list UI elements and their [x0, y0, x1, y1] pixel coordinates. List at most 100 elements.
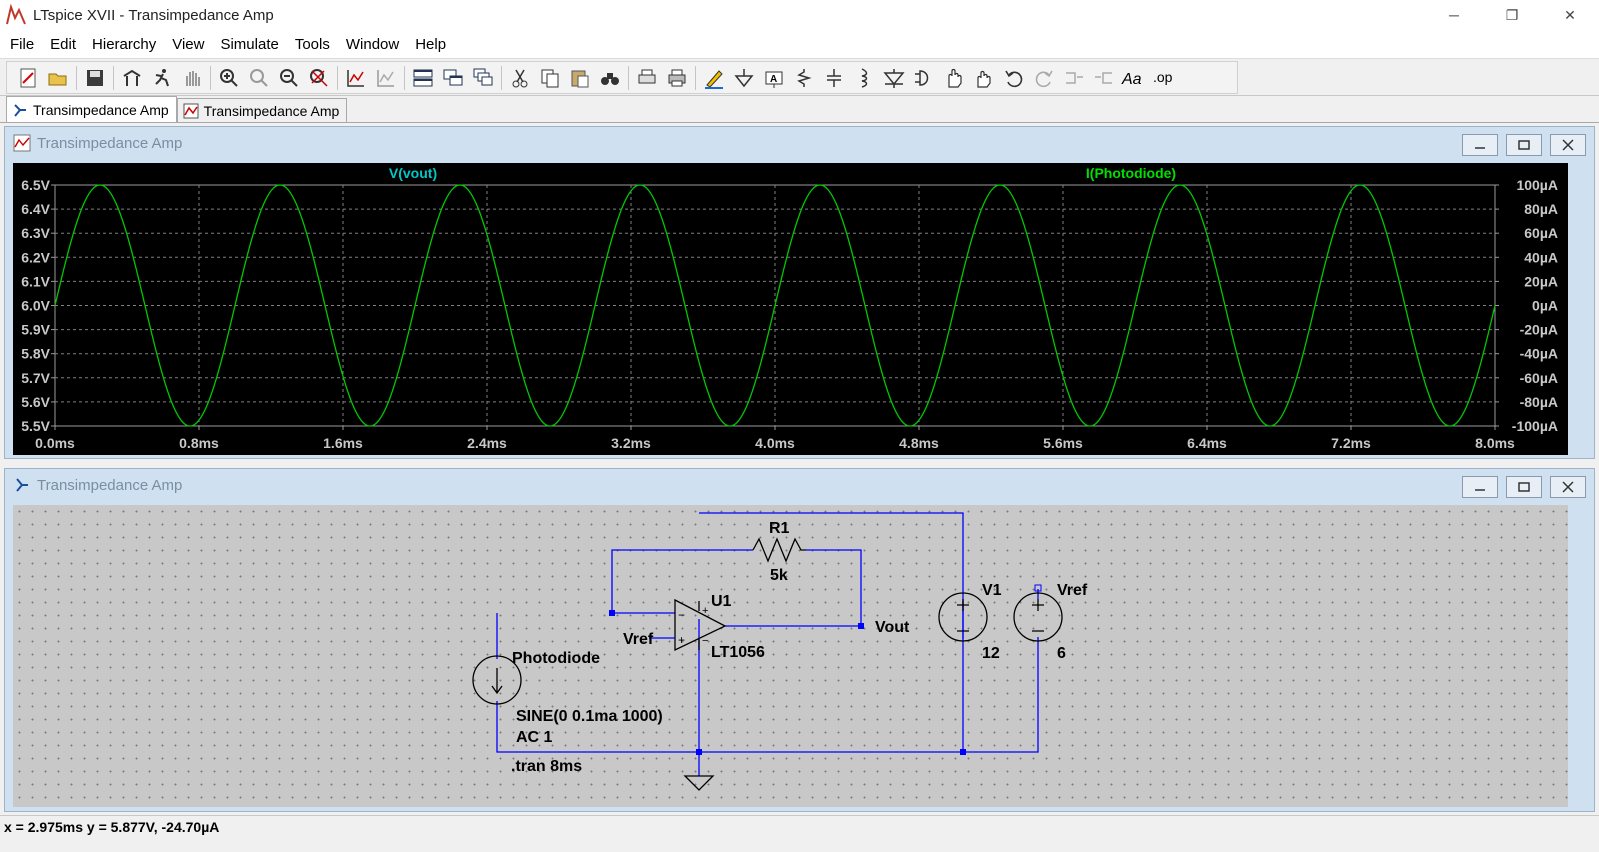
menu-help[interactable]: Help [415, 35, 447, 53]
ground-symbol[interactable] [683, 775, 715, 791]
save-icon[interactable] [80, 64, 110, 92]
y2-tick-label: 60µA [1524, 225, 1558, 241]
x-tick-label: 0.0ms [35, 435, 75, 451]
vout-net-label[interactable]: Vout [875, 619, 910, 636]
menu-view[interactable]: View [172, 35, 205, 53]
cut-icon[interactable] [505, 64, 535, 92]
print-icon[interactable] [662, 64, 692, 92]
current-source-photodiode[interactable] [472, 655, 522, 705]
waveform-window-titlebar[interactable]: Transimpedance Amp [5, 127, 1594, 159]
copy-icon[interactable] [535, 64, 565, 92]
open-icon[interactable] [43, 64, 73, 92]
svg-text:.op: .op [1153, 69, 1173, 85]
resistor-icon[interactable] [789, 64, 819, 92]
control-panel-icon[interactable] [117, 64, 147, 92]
new-schematic-icon[interactable] [13, 64, 43, 92]
text-icon[interactable]: Aa [1119, 64, 1149, 92]
photodiode-ac[interactable]: AC 1 [516, 729, 553, 746]
zoom-out-icon[interactable] [274, 64, 304, 92]
waveform-icon [183, 103, 199, 118]
voltage-source-vref[interactable] [1013, 584, 1063, 642]
move-icon[interactable] [939, 64, 969, 92]
menu-hierarchy[interactable]: Hierarchy [92, 35, 157, 53]
close-button[interactable]: ✕ [1564, 6, 1576, 23]
cursor-readout: x = 2.975ms y = 5.877V, -24.70µA [4, 819, 220, 835]
schematic-window[interactable]: Transimpedance Amp [4, 468, 1595, 812]
y-tick-label: 5.7V [21, 370, 50, 386]
u1-name[interactable]: U1 [711, 593, 732, 610]
tile-vertical-icon[interactable] [438, 64, 468, 92]
tab-schematic[interactable]: Transimpedance Amp [6, 96, 177, 122]
mirror-icon[interactable] [1089, 64, 1119, 92]
ground-icon[interactable] [729, 64, 759, 92]
wires[interactable] [496, 512, 1039, 776]
r1-name[interactable]: R1 [769, 520, 790, 537]
maximize-button[interactable] [1506, 134, 1542, 156]
cascade-icon[interactable] [468, 64, 498, 92]
drag-icon[interactable] [969, 64, 999, 92]
minimize-button[interactable] [1462, 134, 1498, 156]
net-label-icon[interactable]: A [759, 64, 789, 92]
v1-value[interactable]: 12 [982, 645, 1000, 662]
y2-tick-label: -80µA [1520, 394, 1558, 410]
v1-name[interactable]: V1 [982, 582, 1002, 599]
restore-button[interactable]: ❐ [1505, 6, 1519, 23]
pan-icon[interactable] [244, 64, 274, 92]
print-setup-icon[interactable] [632, 64, 662, 92]
photodiode-value[interactable]: SINE(0 0.1ma 1000) [516, 708, 663, 725]
zoom-in-icon[interactable] [214, 64, 244, 92]
menu-tools[interactable]: Tools [294, 35, 330, 53]
vref-net-label[interactable]: Vref [623, 631, 654, 648]
resistor-r1[interactable] [752, 537, 806, 563]
photodiode-name[interactable]: Photodiode [512, 650, 600, 667]
trace-label-photodiode[interactable]: I(Photodiode) [1086, 165, 1176, 181]
rotate-icon[interactable] [1059, 64, 1089, 92]
trace-label-vout[interactable]: V(vout) [389, 165, 437, 181]
paste-icon[interactable] [565, 64, 595, 92]
u1-model[interactable]: LT1056 [711, 644, 765, 661]
diode-icon[interactable] [879, 64, 909, 92]
delete-trace-icon[interactable] [371, 64, 401, 92]
minimize-button[interactable] [1462, 476, 1498, 498]
find-icon[interactable] [595, 64, 625, 92]
vref-name[interactable]: Vref [1057, 582, 1088, 599]
menu-simulate[interactable]: Simulate [220, 35, 279, 53]
title-bar: LTspice XVII - Transimpedance Amp ─ ❐ ✕ [0, 0, 1599, 30]
schematic-window-titlebar[interactable]: Transimpedance Amp [5, 469, 1594, 501]
autoscale-icon[interactable] [341, 64, 371, 92]
tran-directive[interactable]: .tran 8ms [511, 758, 582, 775]
redo-icon[interactable] [1029, 64, 1059, 92]
x-tick-label: 2.4ms [467, 435, 507, 451]
y2-tick-label: 0µA [1532, 298, 1558, 314]
component-icon[interactable] [909, 64, 939, 92]
menu-edit[interactable]: Edit [50, 35, 77, 53]
trace-vout[interactable] [54, 184, 1496, 427]
minimize-button[interactable]: ─ [1449, 7, 1459, 23]
run-icon[interactable] [147, 64, 177, 92]
close-button[interactable] [1550, 134, 1586, 156]
r1-value[interactable]: 5k [770, 567, 788, 584]
y2-tick-label: 80µA [1524, 201, 1558, 217]
capacitor-icon[interactable] [819, 64, 849, 92]
menu-file[interactable]: File [10, 35, 35, 53]
zoom-fit-icon[interactable] [304, 64, 334, 92]
menu-window[interactable]: Window [345, 35, 400, 53]
draw-wire-icon[interactable] [699, 64, 729, 92]
halt-icon[interactable] [177, 64, 207, 92]
y-tick-label: 6.5V [21, 177, 50, 193]
voltage-source-v1[interactable] [938, 592, 988, 642]
undo-icon[interactable] [999, 64, 1029, 92]
opamp-u1[interactable] [674, 598, 727, 652]
close-button[interactable] [1550, 476, 1586, 498]
maximize-button[interactable] [1506, 476, 1542, 498]
spice-directive-icon[interactable]: .op [1149, 64, 1179, 92]
tab-waveform[interactable]: Transimpedance Amp [176, 98, 348, 122]
tile-horizontal-icon[interactable] [408, 64, 438, 92]
inductor-icon[interactable] [849, 64, 879, 92]
vref-value[interactable]: 6 [1057, 645, 1066, 662]
circuit-diagram[interactable]: R1 5k − + + − U1 LT1056 Vref Vout V1 12 [13, 505, 1568, 807]
schematic-canvas[interactable]: R1 5k − + + − U1 LT1056 Vref Vout V1 12 [13, 505, 1568, 807]
